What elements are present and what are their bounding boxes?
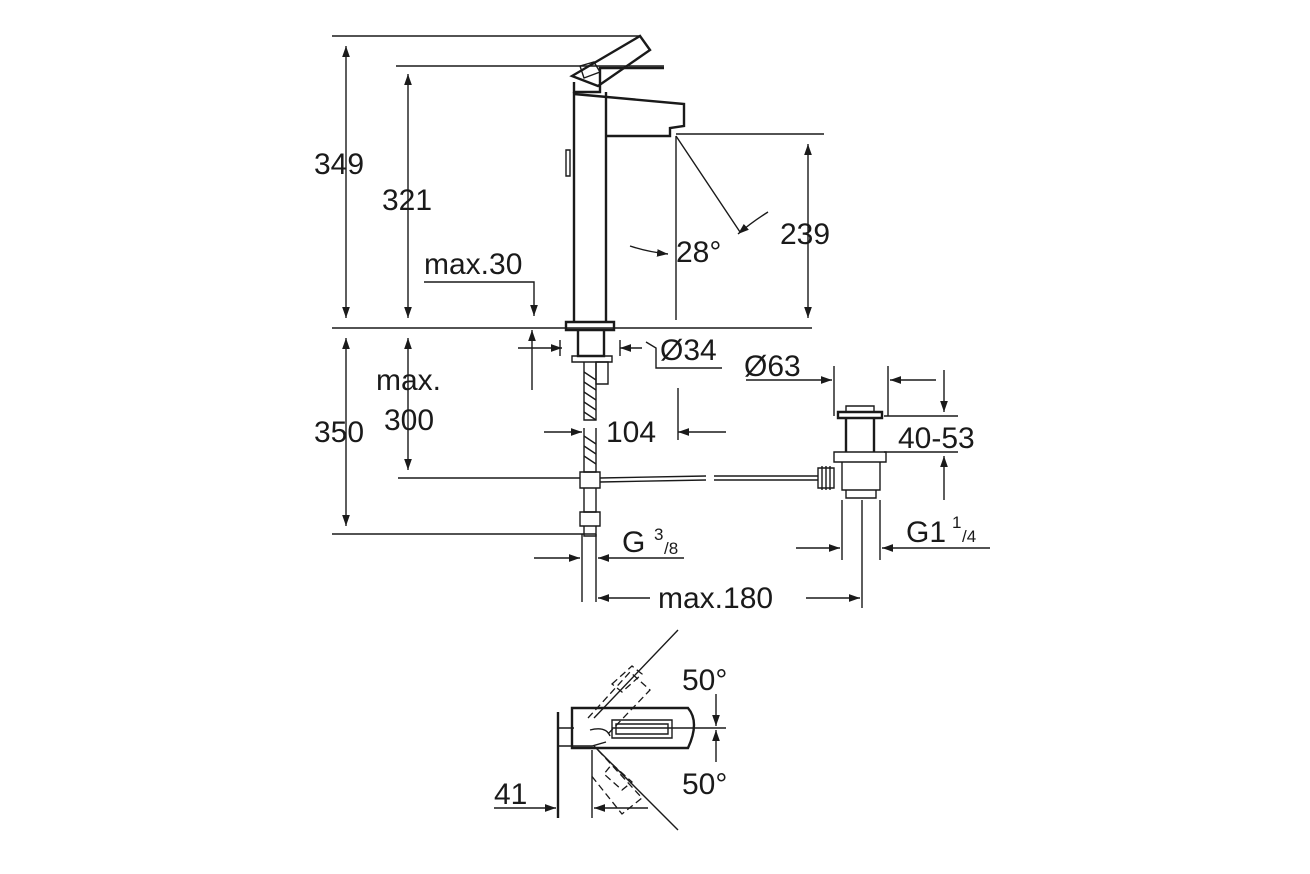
max-180-label: max.180 — [658, 582, 773, 615]
thread-g-denominator: /8 — [664, 539, 678, 558]
thread-g1-denominator: /4 — [962, 527, 976, 546]
max-label: max. — [376, 364, 441, 397]
dimension-lines — [332, 35, 990, 608]
max-30-label: max.30 — [424, 248, 522, 281]
distance-41-label: 41 — [494, 778, 527, 811]
thread-g-label: G — [622, 526, 645, 559]
diameter-34-label: Ø34 — [660, 334, 717, 367]
thread-g-numerator: 3 — [654, 525, 663, 544]
range-40-53-label: 40-53 — [898, 422, 975, 455]
angle-28-label: 28° — [676, 236, 721, 269]
top-view-handle — [556, 629, 726, 831]
height-349-label: 349 — [314, 148, 364, 181]
drain-rod — [398, 475, 818, 483]
spout-height-239-label: 239 — [780, 218, 830, 251]
diameter-63-label: Ø63 — [744, 350, 801, 383]
height-350-label: 350 — [314, 416, 364, 449]
distance-104-label: 104 — [606, 416, 656, 449]
drain-assembly — [817, 405, 887, 499]
top-view-dimensions — [494, 694, 720, 818]
height-321-label: 321 — [382, 184, 432, 217]
thread-g1-numerator: 1 — [952, 513, 961, 532]
max-300-value: 300 — [384, 404, 434, 437]
thread-g1-label: G1 — [906, 516, 946, 549]
angle-50-bottom-label: 50° — [682, 768, 727, 801]
angle-50-top-label: 50° — [682, 664, 727, 697]
faucet-body — [564, 34, 686, 537]
